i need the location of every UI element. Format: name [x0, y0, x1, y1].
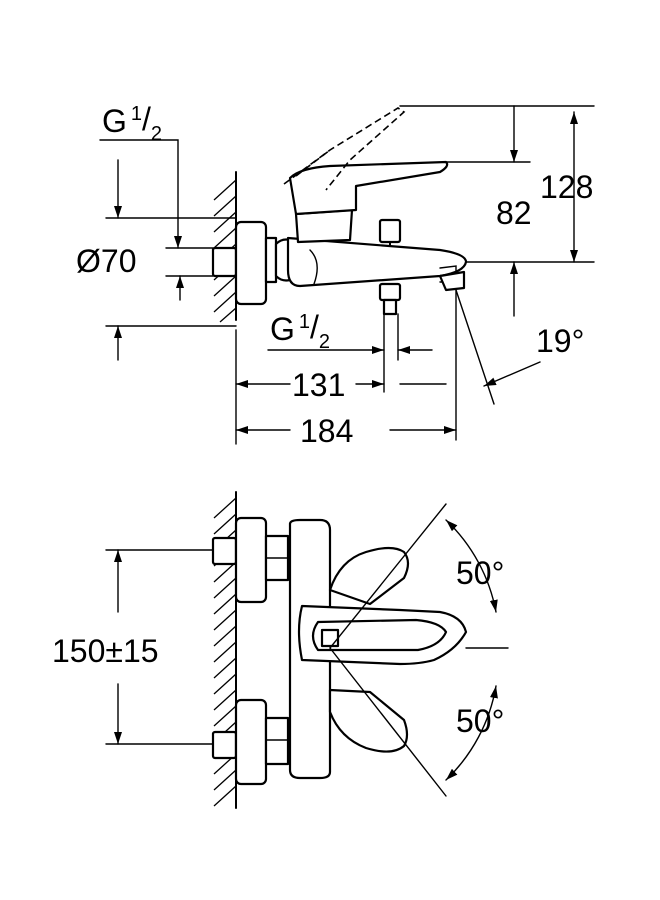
nut	[264, 236, 278, 284]
lever-handle	[288, 160, 449, 216]
lever-logo	[320, 628, 340, 648]
angle-upper-ray	[329, 503, 447, 649]
angle-19-ray	[455, 289, 495, 405]
dim-128-label: 128	[540, 169, 593, 205]
angle-19-label: 19°	[536, 323, 584, 359]
lower-inlet-connector	[211, 730, 238, 760]
mixer-body	[286, 236, 468, 288]
diameter-label: Ø70	[76, 243, 136, 279]
dim-184-label: 184	[300, 413, 353, 449]
wall-escutcheon	[234, 220, 268, 306]
upper-escutcheon	[234, 516, 268, 604]
wall-hatching-2	[213, 497, 237, 807]
lower-nut	[264, 716, 290, 766]
cartridge	[294, 208, 354, 244]
upper-inlet-connector	[211, 536, 238, 566]
shower-outlet	[382, 298, 398, 316]
angle-lower-label: 50°	[456, 703, 504, 739]
angle-upper-arc	[445, 519, 498, 613]
inlet-connector	[211, 246, 238, 278]
angle-lower-arc	[445, 685, 498, 781]
diverter-knob	[378, 218, 402, 244]
lever-lower-position	[328, 688, 409, 753]
angle-upper-label: 50°	[456, 555, 504, 591]
spout-aerator	[438, 270, 466, 292]
shower-outlet-nut	[378, 282, 402, 302]
dim-131-label: 131	[292, 367, 345, 403]
angle-19-arrow	[483, 361, 541, 387]
body-contour	[309, 249, 318, 285]
lower-escutcheon	[234, 698, 268, 786]
lever-upper-position	[328, 546, 410, 606]
spacing-label: 150±15	[52, 633, 159, 669]
dim-82-label: 82	[496, 195, 532, 231]
thread-top-leader	[99, 139, 182, 249]
side-view	[211, 107, 468, 323]
angle-lower-ray	[329, 647, 447, 797]
top-view: 50° 50° 150±15	[52, 491, 509, 809]
